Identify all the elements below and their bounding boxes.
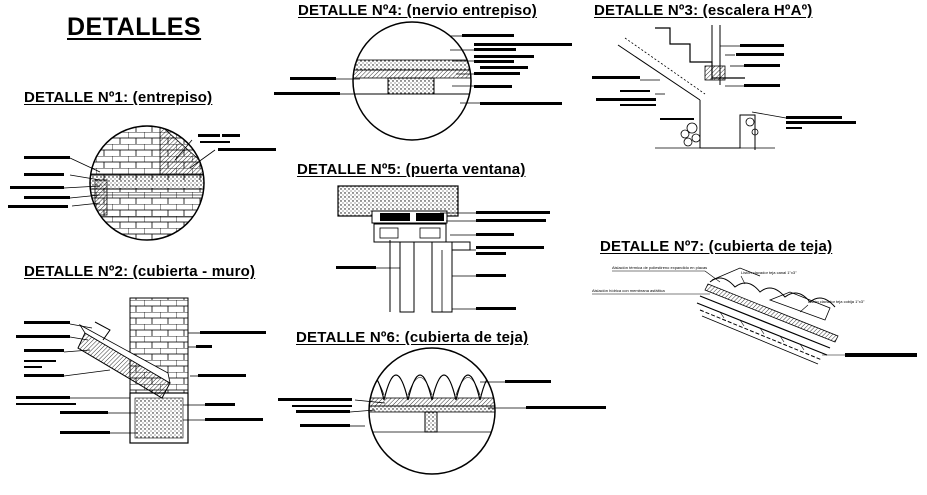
detail-7-note-membrane: Aislación hídrica con membrana asfáltica (592, 288, 665, 293)
detail-1-title: DETALLE Nº1: (entrepiso) (24, 89, 213, 106)
detail-3-drawing (592, 25, 856, 150)
detail-7-drawing (592, 267, 917, 365)
detail-2-drawing (16, 297, 266, 444)
detail-6-drawing (278, 347, 606, 475)
detail-5-drawing (336, 185, 550, 313)
detail-2-title: DETALLE Nº2: (cubierta - muro) (24, 263, 256, 280)
detail-4-drawing (274, 21, 572, 141)
detail-6-title: DETALLE Nº6: (cubierta de teja) (296, 329, 529, 346)
detail-7-note-batten-cobija: Listón clavador teja cobija 1"x3" (808, 299, 865, 304)
detail-5-title: DETALLE Nº5: (puerta ventana) (297, 161, 526, 178)
detail-7-note-batten-canal: Listón clavador teja canal 1"x3" (741, 270, 797, 275)
sheet-title: DETALLES (67, 13, 202, 41)
detail-7-title: DETALLE Nº7: (cubierta de teja) (600, 238, 833, 255)
detail-1-drawing (8, 125, 276, 241)
detail-3-title: DETALLE Nº3: (escalera HºAº) (594, 2, 813, 19)
detail-7-note-insulation: Aislación térmica de poliestireno expand… (612, 265, 708, 270)
detail-4-title: DETALLE Nº4: (nervio entrepiso) (298, 2, 537, 19)
